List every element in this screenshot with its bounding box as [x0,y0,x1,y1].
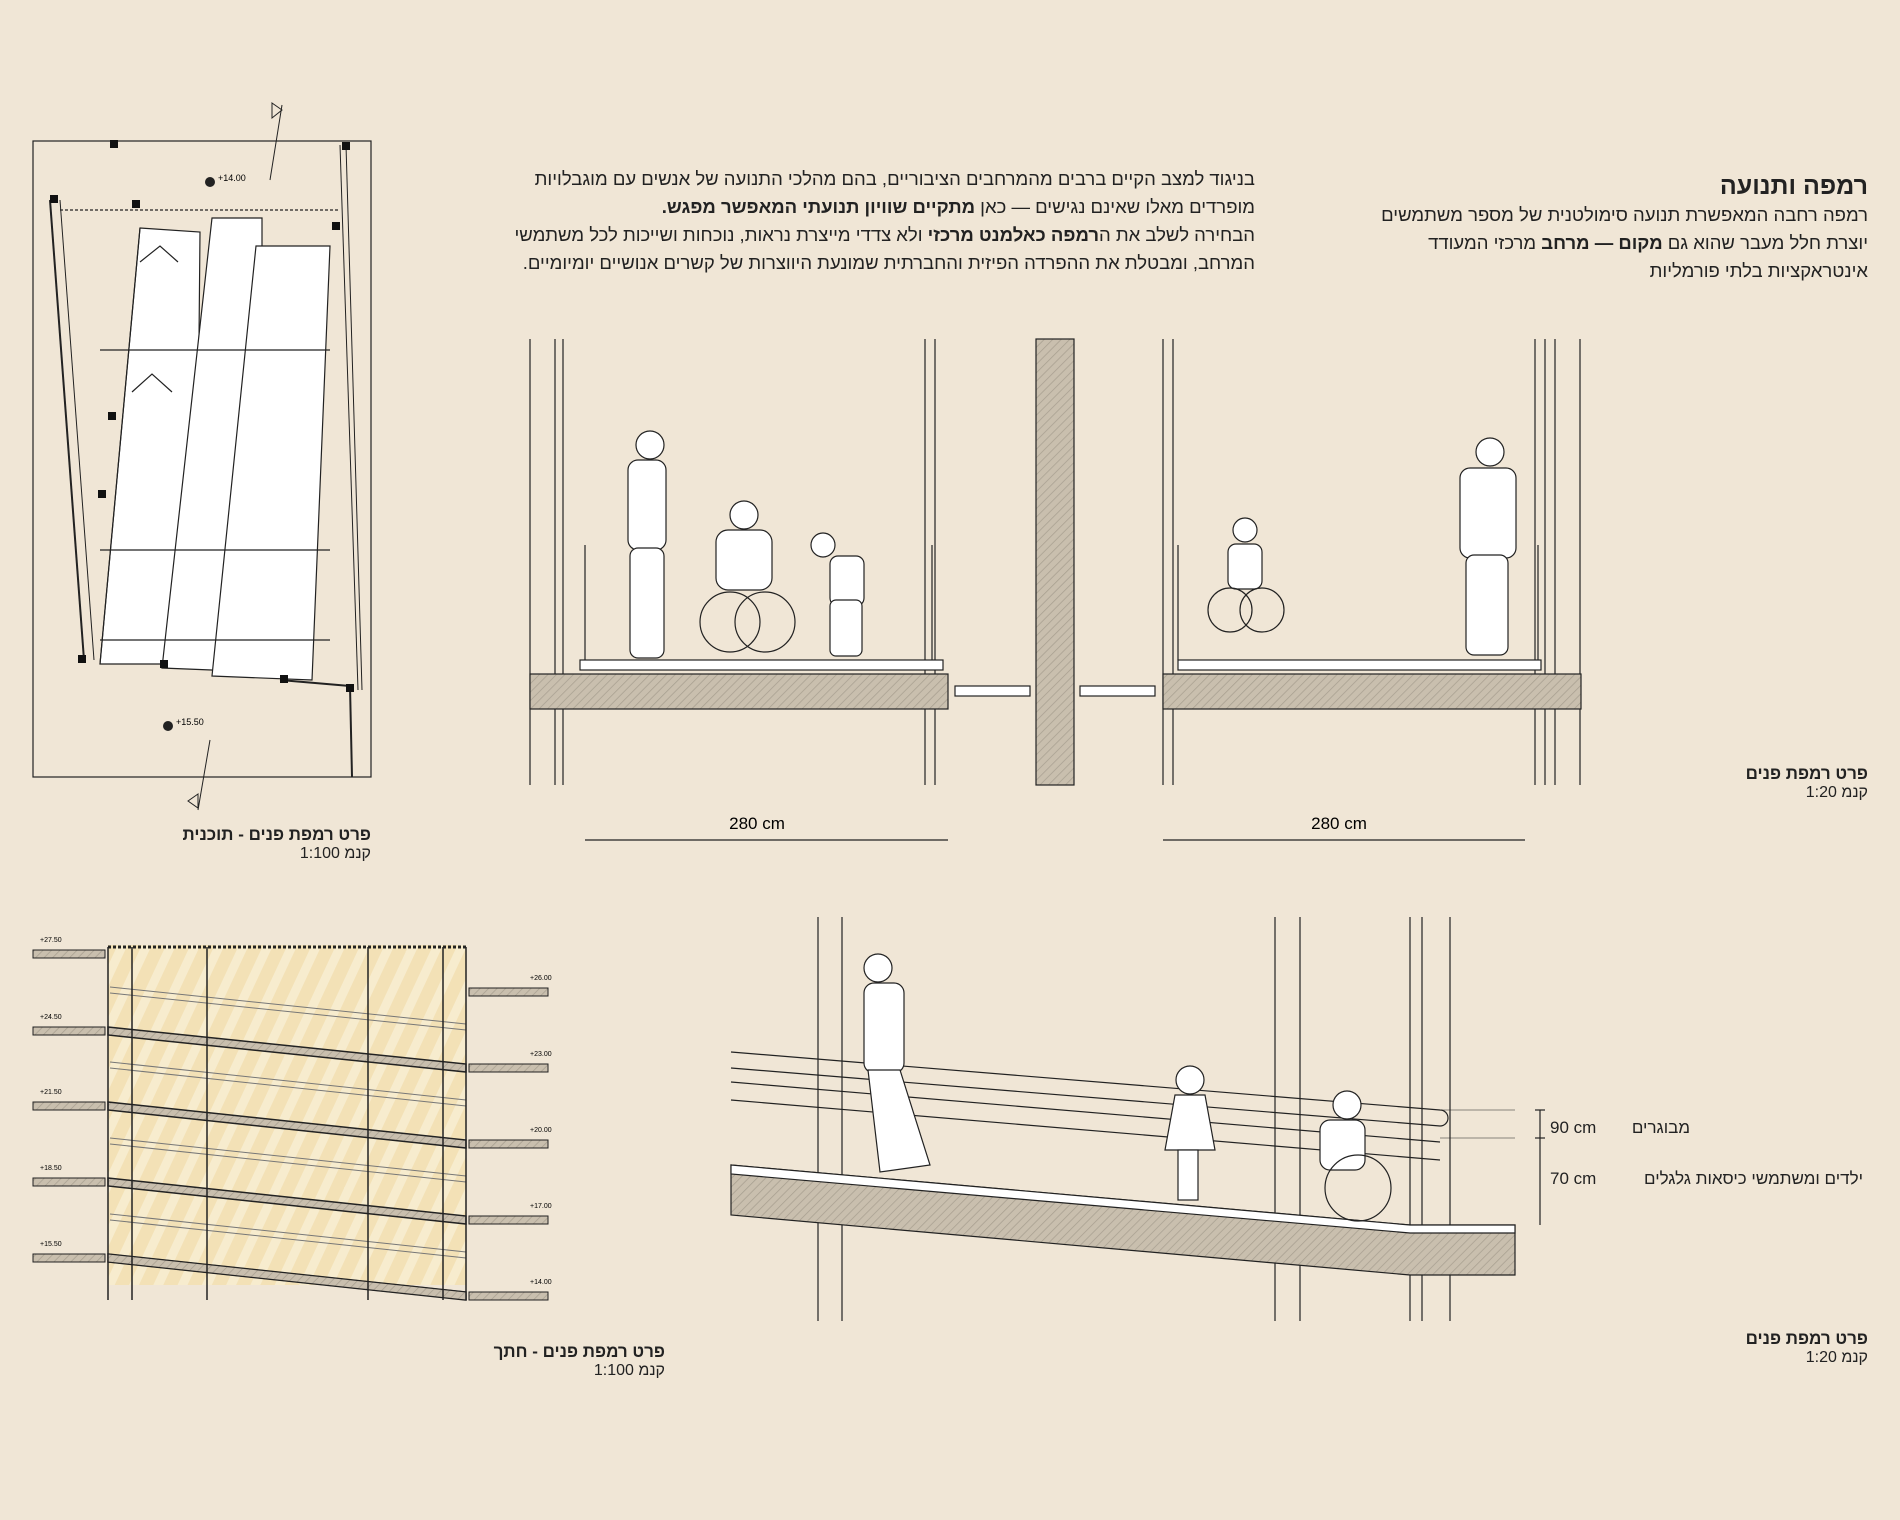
plan-drawing [32,102,372,811]
text-segment: הבחירה לשלב את ה [1099,224,1255,245]
floor-slab [32,949,106,959]
level-label: +21.50 [40,1089,62,1096]
caption-scale: קנמ 1:20 [1805,784,1868,801]
caption-title: פרט רמפת פנים [1745,764,1868,783]
paragraph-line: מופרדים מאלו שאינם נגישים — כאן מתקיים ש… [514,193,1255,221]
text-segment: אינטראקציות בלתי פורמליות [1649,260,1868,281]
handrail-label-child: ילדים ומשתמשי כיסאות גלגלים [1644,1169,1863,1188]
text-segment: יוצרת חלל מעבר שהוא גם [1662,232,1868,253]
handrail [109,1143,467,1183]
handrail-height-adult: 90 cm [1550,1118,1597,1137]
description-paragraph: בניגוד למצב הקיים ברבים מהמרחבים הציבורי… [514,165,1255,277]
paragraph-line: רמפה רחבה המאפשרת תנועה סימולטנית של מספ… [1381,201,1868,229]
emphasis-text: רמפה כאלמנט מרכזי [927,224,1099,245]
emphasis-text: מקום — מרחב [1541,232,1663,253]
caption-scale: קנמ 1:20 [1805,1349,1868,1366]
ramp-detail-caption: פרט רמפת פנים קנמ 1:20 [1746,1329,1868,1367]
caption-title: פרט רמפת פנים [1745,1329,1868,1348]
level-label: +20.00 [530,1127,552,1134]
level-label: +23.00 [530,1051,552,1058]
cross-section-drawing [529,338,1582,841]
ramp-detail-people [863,953,1392,1222]
long-section-drawing: +27.50 +24.50 +21.50 +18.50 +15.50 +26.00 +23.… [32,937,552,1301]
level-label: +26.00 [530,975,552,982]
paragraph-line: בניגוד למצב הקיים ברבים מהמרחבים הציבורי… [514,165,1255,193]
text-segment: מופרדים מאלו שאינם נגישים — כאן [975,196,1255,217]
ramp-detail-drawing [730,917,1545,1321]
level-label: +27.50 [40,937,62,944]
caption-scale: קנמ 1:100 [593,1362,665,1379]
paragraph-line: המרחב, ומבטלת את ההפרדה הפיזית והחברתית … [514,249,1255,277]
text-segment: המרחב, ומבטלת את ההפרדה הפיזית והחברתית … [522,252,1255,273]
floor-slab [32,1177,106,1187]
long-section-caption: פרט רמפת פנים - חתך קנמ 1:100 [494,1342,665,1380]
floor-slab [468,1139,549,1149]
emphasis-text: מתקיים שוויון תנועתי המאפשר מפגש. [661,196,976,217]
handrail-label-adult: מבוגרים [1631,1118,1690,1137]
handrail [109,1137,467,1177]
plan-level-label: +14.00 [218,173,246,183]
level-label: +14.00 [530,1279,552,1286]
handrail [109,992,467,1031]
handrail-height-child: 70 cm [1550,1169,1597,1188]
handrail [109,1219,467,1259]
cross-section-caption: פרט רמפת פנים קנמ 1:20 [1746,764,1868,802]
intro-paragraph: רמפה רחבה המאפשרת תנועה סימולטנית של מספ… [1381,201,1868,285]
caption-scale: קנמ 1:100 [299,845,371,862]
floor-slab [32,1253,106,1263]
handrail [109,986,467,1025]
caption-title: פרט רמפת פנים - חתך [493,1342,665,1361]
paragraph-line: יוצרת חלל מעבר שהוא גם מקום — מרחב מרכזי… [1381,229,1868,257]
dimension-label: 280 cm [729,814,785,833]
floor-slab [468,1063,549,1073]
plan-level-label: +15.50 [176,717,204,727]
plan-caption: פרט רמפת פנים - תוכנית קנמ 1:100 [182,825,371,863]
level-label: +18.50 [40,1165,62,1172]
floor-slab [468,1291,549,1301]
paragraph-line: הבחירה לשלב את הרמפה כאלמנט מרכזי ולא צד… [514,221,1255,249]
cross-section-people [627,430,1517,659]
floor-slab [32,1101,106,1111]
handrail [109,1061,467,1101]
intro-title: רמפה ותנועה [1719,172,1868,200]
paragraph-line: אינטראקציות בלתי פורמליות [1381,257,1868,285]
floor-slab [468,987,549,997]
level-label: +17.00 [530,1203,552,1210]
text-segment: בניגוד למצב הקיים ברבים מהמרחבים הציבורי… [534,168,1255,189]
floor-slab [468,1215,549,1225]
level-label: +24.50 [40,1014,62,1021]
dimension-label: 280 cm [1311,814,1367,833]
handrail [109,1067,467,1107]
text-segment: ולא צדדי מייצרת נראות, נוכחות ושייכות לכ… [514,224,928,245]
handrail [109,1213,467,1253]
level-label: +15.50 [40,1241,62,1248]
text-segment: רמפה רחבה המאפשרת תנועה סימולטנית של מספ… [1381,204,1868,225]
caption-title: פרט רמפת פנים - תוכנית [182,825,371,844]
text-segment: מרכזי המעודד [1428,232,1542,253]
floor-slab [32,1026,106,1036]
